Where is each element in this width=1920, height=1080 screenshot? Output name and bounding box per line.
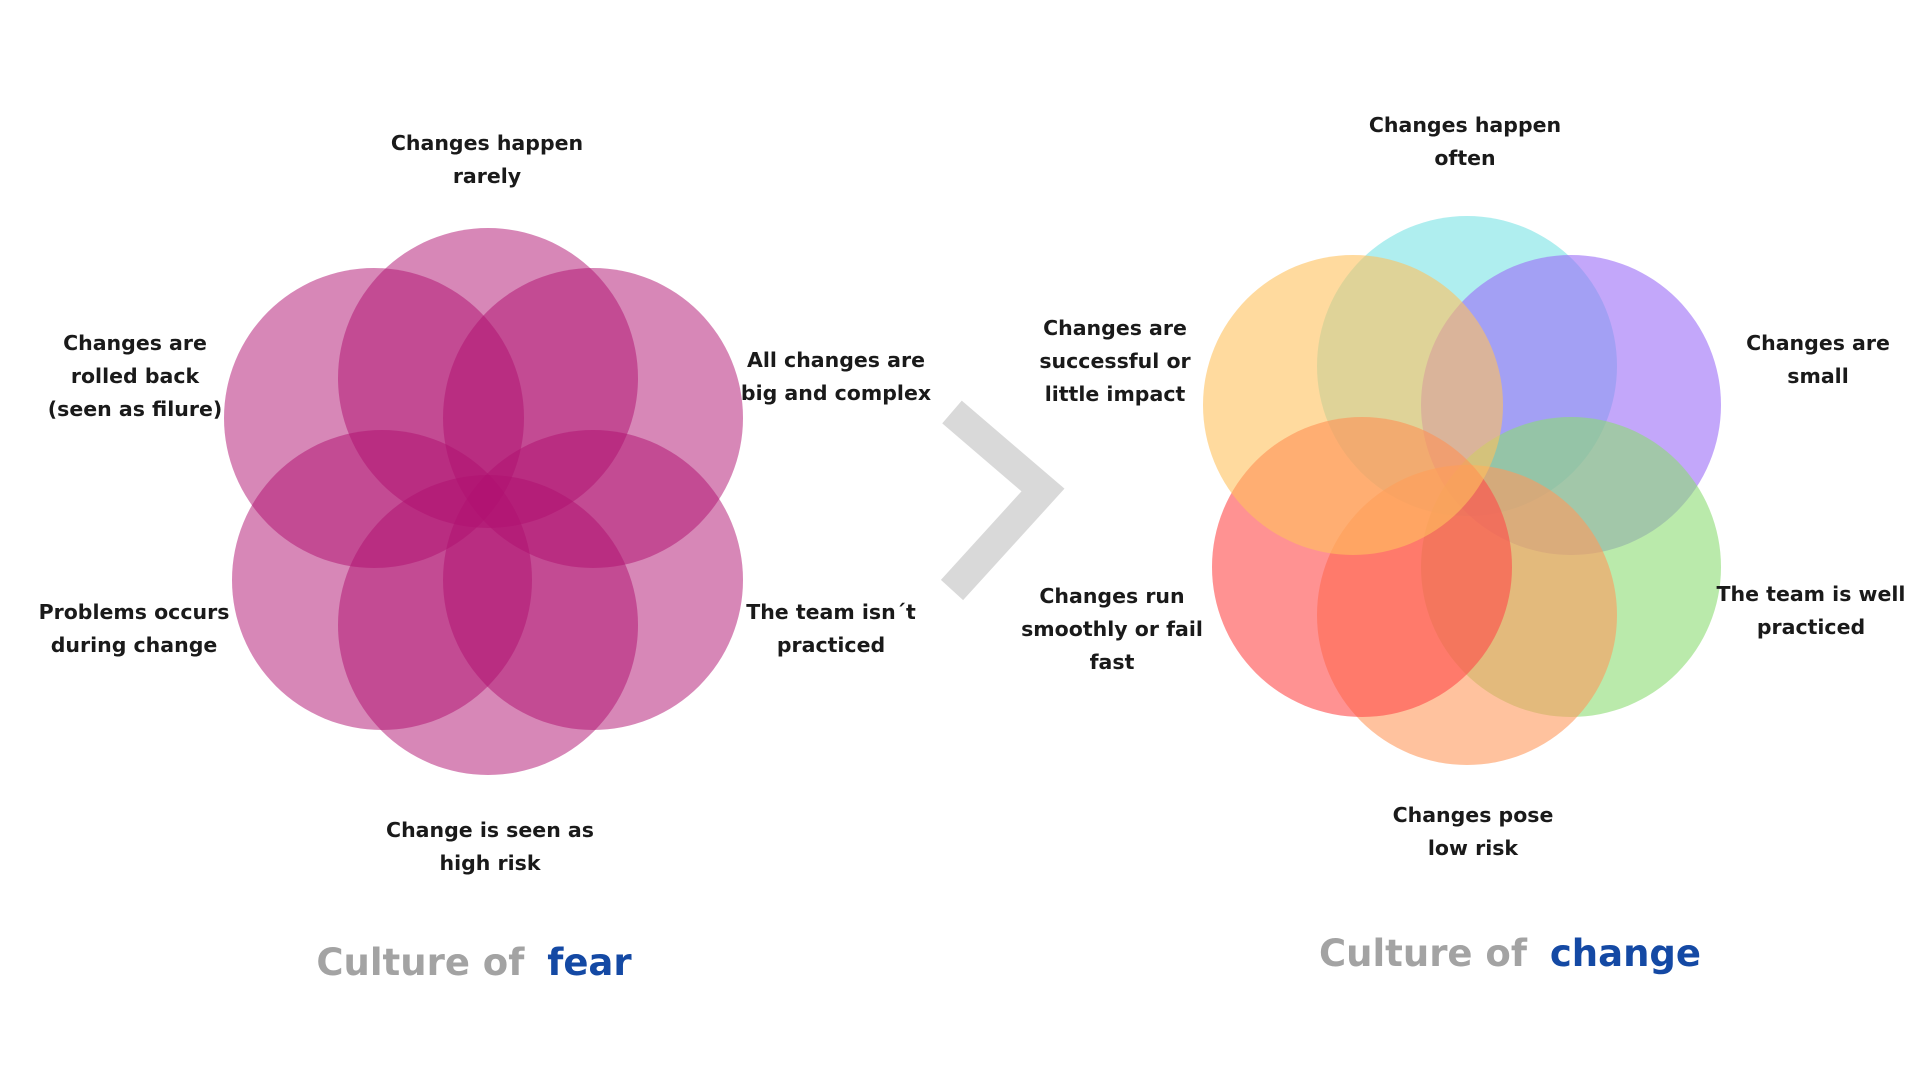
right-label-line: Changes are — [1746, 331, 1890, 355]
left-label-line: Change is seen as — [386, 818, 594, 842]
circle-yellow — [1203, 255, 1503, 555]
right-label-line: Changes are — [1043, 316, 1187, 340]
left-label-line: practiced — [777, 633, 885, 657]
right-label-line: Changes run — [1039, 584, 1184, 608]
left-title: Culture of fear — [316, 941, 632, 984]
left-label-6: Changes are rolled back (seen as filure) — [48, 331, 222, 421]
right-label-line: low risk — [1428, 836, 1520, 860]
left-label-3: The team isn´t practiced — [746, 600, 916, 657]
left-petal-circle — [224, 268, 524, 568]
right-label-3: The team is well practiced — [1717, 582, 1906, 639]
right-label-5: Changes run smoothly or fail fast — [1021, 584, 1203, 674]
right-label-line: little impact — [1045, 382, 1186, 406]
left-flower — [224, 228, 743, 775]
left-label-line: Changes happen — [391, 131, 583, 155]
right-label-line: smoothly or fail — [1021, 617, 1203, 641]
left-label-line: The team isn´t — [746, 600, 916, 624]
right-label-line: The team is well — [1717, 582, 1906, 606]
right-label-1: Changes happen often — [1369, 113, 1561, 170]
left-label-line: during change — [51, 633, 218, 657]
left-label-4: Change is seen as high risk — [386, 818, 594, 875]
left-label-line: big and complex — [741, 381, 931, 405]
left-label-line: high risk — [440, 851, 542, 875]
right-label-line: Changes happen — [1369, 113, 1561, 137]
left-label-line: All changes are — [747, 348, 925, 372]
right-label-line: small — [1787, 364, 1848, 388]
chevron-right-icon — [940, 400, 1065, 601]
left-label-line: (seen as filure) — [48, 397, 222, 421]
right-label-line: practiced — [1757, 615, 1865, 639]
left-label-line: rarely — [453, 164, 521, 188]
left-label-line: rolled back — [71, 364, 201, 388]
right-flower — [1203, 216, 1721, 765]
right-label-2: Changes are small — [1746, 331, 1890, 388]
right-label-line: Changes pose — [1393, 803, 1554, 827]
left-label-line: Changes are — [63, 331, 207, 355]
right-label-line: fast — [1090, 650, 1135, 674]
right-label-6: Changes are successful or little impact — [1039, 316, 1191, 406]
left-label-5: Problems occurs during change — [39, 600, 230, 657]
left-label-1: Changes happen rarely — [391, 131, 583, 188]
right-label-line: often — [1434, 146, 1495, 170]
right-title-highlight: change — [1550, 932, 1701, 975]
left-label-line: Problems occurs — [39, 600, 230, 624]
right-label-4: Changes pose low risk — [1393, 803, 1554, 860]
left-label-2: All changes are big and complex — [741, 348, 931, 405]
right-label-line: successful or — [1039, 349, 1191, 373]
right-title: Culture of change — [1319, 932, 1701, 975]
left-title-prefix: Culture of — [316, 941, 525, 984]
left-title-highlight: fear — [547, 941, 632, 984]
right-title-prefix: Culture of — [1319, 932, 1528, 975]
